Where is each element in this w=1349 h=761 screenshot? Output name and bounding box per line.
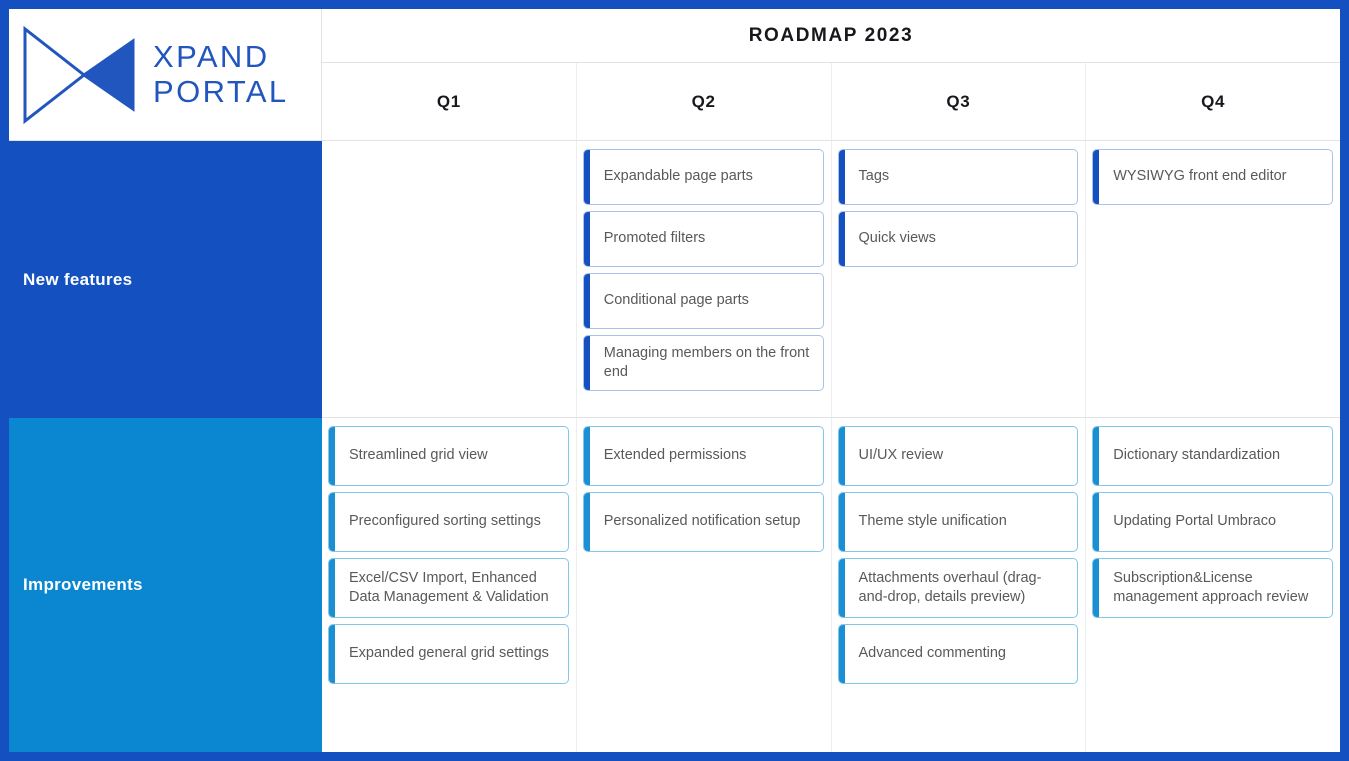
brand-logo-cell: XPAND PORTAL: [9, 9, 322, 141]
quarter-header-q2: Q2: [577, 63, 832, 140]
roadmap-board: XPAND PORTAL ROADMAP 2023 Q1 Q2 Q3 Q4 Ne…: [9, 9, 1340, 752]
lane-improvements: Improvements Streamlined grid view Preco…: [9, 418, 1340, 752]
roadmap-card-label: Updating Portal Umbraco: [1113, 513, 1277, 530]
roadmap-card[interactable]: Personalized notification setup: [582, 492, 824, 552]
page-title: ROADMAP 2023: [322, 9, 1340, 63]
lane-new-features: New features Expandable page parts Promo…: [9, 141, 1340, 418]
roadmap-card[interactable]: Managing members on the front end: [582, 335, 824, 391]
roadmap-card[interactable]: Subscription&License management approach…: [1092, 558, 1333, 618]
roadmap-card-label: Dictionary standardization: [1113, 447, 1281, 464]
brand-wordmark: XPAND PORTAL: [153, 38, 289, 109]
roadmap-card[interactable]: Dictionary standardization: [1092, 426, 1333, 486]
cell-improvements-q1: Streamlined grid view Preconfigured sort…: [322, 418, 577, 752]
brand-wordmark-line2: PORTAL: [153, 73, 289, 109]
roadmap-card[interactable]: Preconfigured sorting settings: [328, 492, 569, 552]
roadmap-card-label: Preconfigured sorting settings: [349, 513, 541, 530]
cell-new-features-q3: Tags Quick views: [832, 141, 1087, 417]
brand-wordmark-line1: XPAND: [153, 38, 270, 74]
roadmap-card-label: Expandable page parts: [603, 168, 753, 185]
roadmap-card[interactable]: Updating Portal Umbraco: [1092, 492, 1333, 552]
roadmap-card[interactable]: Extended permissions: [582, 426, 824, 486]
cell-new-features-q1: [322, 141, 577, 417]
lane-label-new-features: New features: [9, 141, 322, 418]
roadmap-card[interactable]: Streamlined grid view: [328, 426, 569, 486]
roadmap-card-label: Excel/CSV Import, Enhanced Data Manageme…: [349, 569, 549, 605]
roadmap-card[interactable]: Advanced commenting: [837, 624, 1079, 684]
roadmap-card[interactable]: Tags: [837, 149, 1079, 205]
roadmap-card-label: UI/UX review: [858, 447, 944, 464]
roadmap-card[interactable]: UI/UX review: [837, 426, 1079, 486]
quarter-header-q1: Q1: [322, 63, 577, 140]
roadmap-card-label: Advanced commenting: [858, 645, 1007, 662]
cell-new-features-q4: WYSIWYG front end editor: [1086, 141, 1340, 417]
roadmap-card[interactable]: Expandable page parts: [582, 149, 824, 205]
header-right: ROADMAP 2023 Q1 Q2 Q3 Q4: [322, 9, 1340, 141]
roadmap-card[interactable]: Theme style unification: [837, 492, 1079, 552]
cell-improvements-q4: Dictionary standardization Updating Port…: [1086, 418, 1340, 752]
roadmap-card[interactable]: Attachments overhaul (drag-and-drop, det…: [837, 558, 1079, 618]
roadmap-card-label: Conditional page parts: [603, 292, 749, 309]
roadmap-card[interactable]: Quick views: [837, 211, 1079, 267]
roadmap-card-label: Streamlined grid view: [349, 447, 488, 464]
roadmap-card[interactable]: Excel/CSV Import, Enhanced Data Manageme…: [328, 558, 569, 618]
quarter-header-q4: Q4: [1201, 91, 1226, 111]
roadmap-card[interactable]: Expanded general grid settings: [328, 624, 569, 684]
quarter-header-row: Q1 Q2 Q3 Q4: [322, 63, 1340, 141]
bowtie-logo-icon: [23, 25, 135, 124]
board-body: New features Expandable page parts Promo…: [9, 141, 1340, 752]
roadmap-card-label: Attachments overhaul (drag-and-drop, det…: [858, 569, 1042, 605]
board-header: XPAND PORTAL ROADMAP 2023 Q1 Q2 Q3 Q4: [9, 9, 1340, 141]
roadmap-card-label: Managing members on the front end: [603, 344, 810, 380]
lane-columns-new-features: Expandable page parts Promoted filters C…: [322, 141, 1340, 418]
roadmap-card[interactable]: WYSIWYG front end editor: [1092, 149, 1333, 205]
roadmap-card-label: Quick views: [858, 230, 936, 247]
cell-improvements-q3: UI/UX review Theme style unification Att…: [832, 418, 1087, 752]
roadmap-card[interactable]: Conditional page parts: [582, 273, 824, 329]
roadmap-card-label: Tags: [858, 168, 890, 185]
roadmap-card[interactable]: Promoted filters: [582, 211, 824, 267]
quarter-header-q3: Q3: [832, 63, 1087, 140]
lane-columns-improvements: Streamlined grid view Preconfigured sort…: [322, 418, 1340, 752]
roadmap-card-label: WYSIWYG front end editor: [1113, 168, 1287, 185]
cell-new-features-q2: Expandable page parts Promoted filters C…: [577, 141, 832, 417]
roadmap-card-label: Expanded general grid settings: [349, 645, 549, 662]
roadmap-card-label: Promoted filters: [603, 230, 706, 247]
roadmap-card-label: Personalized notification setup: [603, 513, 801, 530]
roadmap-card-label: Extended permissions: [603, 447, 747, 464]
roadmap-card-label: Theme style unification: [858, 513, 1007, 530]
lane-label-improvements: Improvements: [9, 418, 322, 752]
roadmap-card-label: Subscription&License management approach…: [1113, 569, 1309, 605]
cell-improvements-q2: Extended permissions Personalized notifi…: [577, 418, 832, 752]
